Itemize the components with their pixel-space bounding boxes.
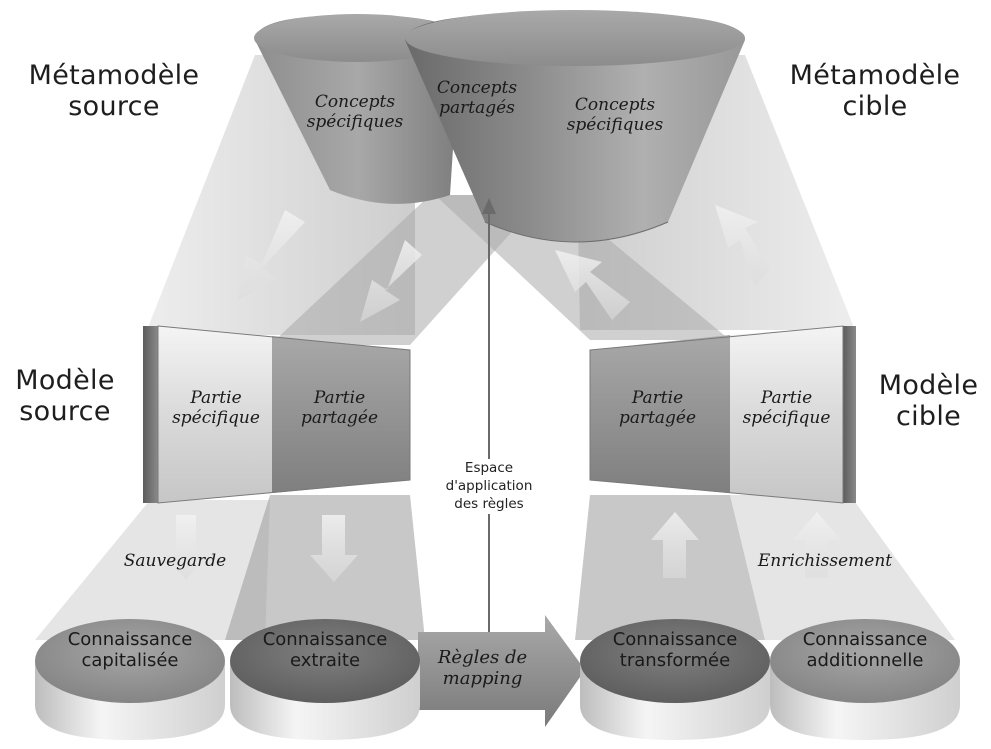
arrow-save-down — [164, 515, 208, 580]
arrow-extract-down — [310, 515, 358, 582]
modele-cible-label: Modèle cible — [878, 370, 979, 433]
concepts-specific-left-label: Concepts spécifiques — [306, 92, 404, 132]
mapping-label: Règles de mapping — [437, 647, 528, 689]
arrow-down-left-2 — [360, 240, 422, 322]
beam-enrich — [730, 495, 955, 640]
arrow-enrich-up — [793, 512, 841, 578]
knowledge-additional-label: Connaissance additionnelle — [802, 629, 928, 671]
model-cible-panel — [589, 325, 856, 504]
metamodel-source-cup — [254, 14, 460, 204]
metamodel-source-label: Métamodèle source — [28, 60, 200, 123]
cylinder-transformed — [580, 619, 770, 740]
arrow-transform-up — [651, 512, 699, 578]
target-part-specific-label: Partie spécifique — [742, 388, 831, 428]
metamodel-cible-cup — [405, 10, 745, 243]
enrich-label: Enrichissement — [757, 551, 893, 571]
metamodel-cible-label: Métamodèle cible — [789, 60, 961, 123]
cylinder-capitalized — [35, 619, 225, 740]
arrow-down-left-1 — [238, 210, 305, 300]
target-part-shared-label: Partie partagée — [618, 388, 697, 428]
modele-source-label: Modèle source — [15, 365, 115, 428]
rules-space-arrow — [482, 198, 496, 632]
cylinder-extracted — [230, 619, 420, 740]
rules-space-label: Espace d'application des règles — [429, 459, 549, 514]
knowledge-capitalized-label: Connaissance capitalisée — [67, 629, 193, 671]
arrow-up-right-2 — [715, 205, 770, 285]
knowledge-transformed-label: Connaissance transformée — [612, 629, 738, 671]
source-part-specific-label: Partie spécifique — [172, 388, 260, 428]
save-label: Sauvegarde — [123, 551, 227, 571]
cylinder-additional — [770, 619, 960, 740]
knowledge-extracted-label: Connaissance extraite — [262, 629, 388, 671]
model-source-panel — [143, 325, 411, 504]
beam-save — [35, 500, 270, 640]
concepts-shared-label: Concepts partagés — [436, 78, 518, 118]
concepts-specific-right-label: Concepts spécifiques — [566, 95, 664, 135]
source-part-shared-label: Partie partagée — [300, 388, 379, 428]
mapping-arrow — [418, 615, 585, 727]
arrow-up-right-1 — [555, 250, 630, 320]
